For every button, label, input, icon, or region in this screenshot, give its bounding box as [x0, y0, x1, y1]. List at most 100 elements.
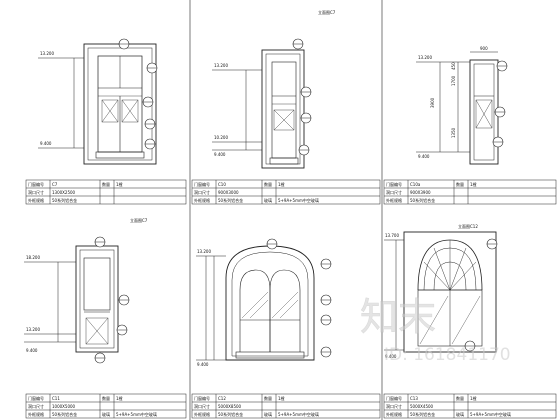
level-c12-top: 13.200 — [197, 249, 211, 254]
cell: 50系列铝合金 — [52, 197, 77, 203]
cell: 5+9A+5mm中空玻璃 — [278, 197, 319, 203]
window-elevation-c10: 立面图C7 13.200 10.200 9.400 — [212, 9, 336, 169]
cell: 洞口尺寸 — [28, 189, 44, 195]
schedule-table-c7 — [25, 179, 187, 205]
schedule-table-c10 — [191, 179, 381, 205]
cell: 数量 — [456, 181, 464, 187]
cell: 数量 — [264, 395, 272, 401]
cell: 洞口尺寸 — [28, 403, 44, 409]
cell: 洞口尺寸 — [386, 189, 402, 195]
cell: 门窗编号 — [386, 395, 402, 401]
cell: 洞口尺寸 — [386, 403, 402, 409]
window-elevation-c12: 13.200 9.400 — [196, 238, 332, 367]
cell: 数量 — [456, 395, 464, 401]
schedule-table-c11 — [25, 393, 187, 419]
dim-c10a-lower: 1350 — [451, 127, 456, 138]
cell: C10a — [410, 182, 421, 187]
level-c10-mid: 10.200 — [214, 135, 228, 140]
level-c12-bottom: 9.400 — [197, 362, 209, 367]
table-text-c10a: 门窗编号 C10a 数量 1樘 洞口尺寸 900X3900 外框规格 50系列铝… — [386, 181, 477, 203]
cell: 50系列铝合金 — [410, 197, 435, 203]
cell: 5+9A+5mm中空玻璃 — [470, 411, 511, 417]
table-text-c12: 门窗编号 C12 数量 1樘 洞口尺寸 5000X8500 外框规格 50系列铝… — [194, 395, 319, 417]
cell: C10 — [218, 182, 226, 187]
dim-c10a-top: 450 — [451, 62, 456, 70]
level-c10-top: 13.200 — [214, 63, 228, 68]
dim-c10a-width: 900 — [480, 46, 488, 51]
cell: 外框规格 — [386, 411, 402, 417]
cell: 1樘 — [470, 181, 477, 187]
watermark-brand: 知末 — [360, 295, 436, 339]
panel-c13-title: 立面图C12 — [458, 223, 478, 229]
cell: 900X3900 — [410, 190, 431, 195]
cell: 5+9A+5mm中空玻璃 — [278, 411, 319, 417]
cell: 门窗编号 — [28, 181, 44, 187]
cell: 900X3000 — [218, 190, 239, 195]
level-c10-bottom: 9.400 — [214, 152, 226, 157]
cell: 50系列铝合金 — [218, 411, 243, 417]
panel-c10-title: 立面图C7 — [318, 9, 336, 15]
cell: 5000X4500 — [410, 404, 434, 409]
cell: 1300X2500 — [52, 190, 76, 195]
dim-c10a-height: 3900 — [430, 97, 435, 108]
cell: 1樘 — [278, 395, 285, 401]
cell: 外框规格 — [194, 411, 210, 417]
level-c13-top: 13.700 — [385, 233, 399, 238]
cell: 门窗编号 — [194, 395, 210, 401]
dim-c10a-upper: 1700 — [451, 75, 456, 86]
cell: 洞口尺寸 — [194, 189, 210, 195]
cell: 门窗编号 — [386, 181, 402, 187]
panel-c11-title: 立面图C7 — [130, 217, 148, 223]
cell: 50系列铝合金 — [218, 197, 243, 203]
cell: 外框规格 — [28, 411, 44, 417]
cell: 1樘 — [116, 395, 123, 401]
table-text-c7: 门窗编号 C7 数量 1樘 洞口尺寸 1300X2500 外框规格 50系列铝合… — [28, 181, 123, 203]
watermark-id: ID: 161841170 — [384, 345, 511, 365]
cell: 洞口尺寸 — [194, 403, 210, 409]
cell: 5000X8500 — [218, 404, 242, 409]
level-c10a-bottom: 9.400 — [418, 154, 430, 159]
cell: 数量 — [102, 395, 110, 401]
level-c11-mid: 13.200 — [26, 327, 40, 332]
level-c13-bottom: 9.400 — [385, 354, 397, 359]
table-text-c11: 门窗编号 C11 数量 1樘 洞口尺寸 1000X5000 外框规格 50系列铝… — [28, 395, 157, 417]
schedule-table-c13 — [383, 393, 557, 419]
cell: 1000X5000 — [52, 404, 76, 409]
level-c10a-top: 13.200 — [418, 55, 432, 60]
level-c7-top: 13.200 — [40, 51, 54, 56]
window-elevation-c13: 立面图C12 13.700 — [384, 223, 498, 359]
cell: C13 — [410, 396, 418, 401]
cell: 玻璃 — [264, 411, 272, 417]
cell: 门窗编号 — [194, 181, 210, 187]
schedule-table-c12 — [191, 393, 381, 419]
window-elevation-c11: 立面图C7 18.200 13.200 9.400 — [24, 217, 148, 364]
cell: C7 — [52, 182, 58, 187]
level-c11-top: 18.200 — [26, 255, 40, 260]
watermark: 知末 ID: 161841170 — [360, 295, 511, 365]
cell: C11 — [52, 396, 60, 401]
schedule-table-c10a — [383, 179, 557, 205]
cell: 外框规格 — [194, 197, 210, 203]
cell: 1樘 — [116, 181, 123, 187]
cell: 1樘 — [278, 181, 285, 187]
cell: 门窗编号 — [28, 395, 44, 401]
cell: 外框规格 — [386, 197, 402, 203]
level-c11-bottom: 9.400 — [26, 348, 38, 353]
cell: 数量 — [264, 181, 272, 187]
cell: 5+9A+5mm中空玻璃 — [116, 411, 157, 417]
table-text-c13: 门窗编号 C13 数量 1樘 洞口尺寸 5000X4500 外框规格 50系列铝… — [386, 395, 511, 417]
sheet-frame — [189, 0, 383, 420]
window-elevation-c7: 13.200 9.400 — [38, 38, 158, 165]
cell: 1樘 — [470, 395, 477, 401]
level-c7-bottom: 9.400 — [40, 141, 52, 146]
cell: 玻璃 — [102, 411, 110, 417]
window-elevation-c10a: 900 3900 1700 450 1350 13.200 9.400 — [416, 46, 508, 165]
cell: 50系列铝合金 — [410, 411, 435, 417]
cell: C12 — [218, 396, 226, 401]
cell: 玻璃 — [456, 411, 464, 417]
cell: 外框规格 — [28, 197, 44, 203]
cell: 玻璃 — [264, 197, 272, 203]
cell: 数量 — [102, 181, 110, 187]
table-text-c10: 门窗编号 C10 数量 1樘 洞口尺寸 900X3000 外框规格 50系列铝合… — [194, 181, 319, 203]
